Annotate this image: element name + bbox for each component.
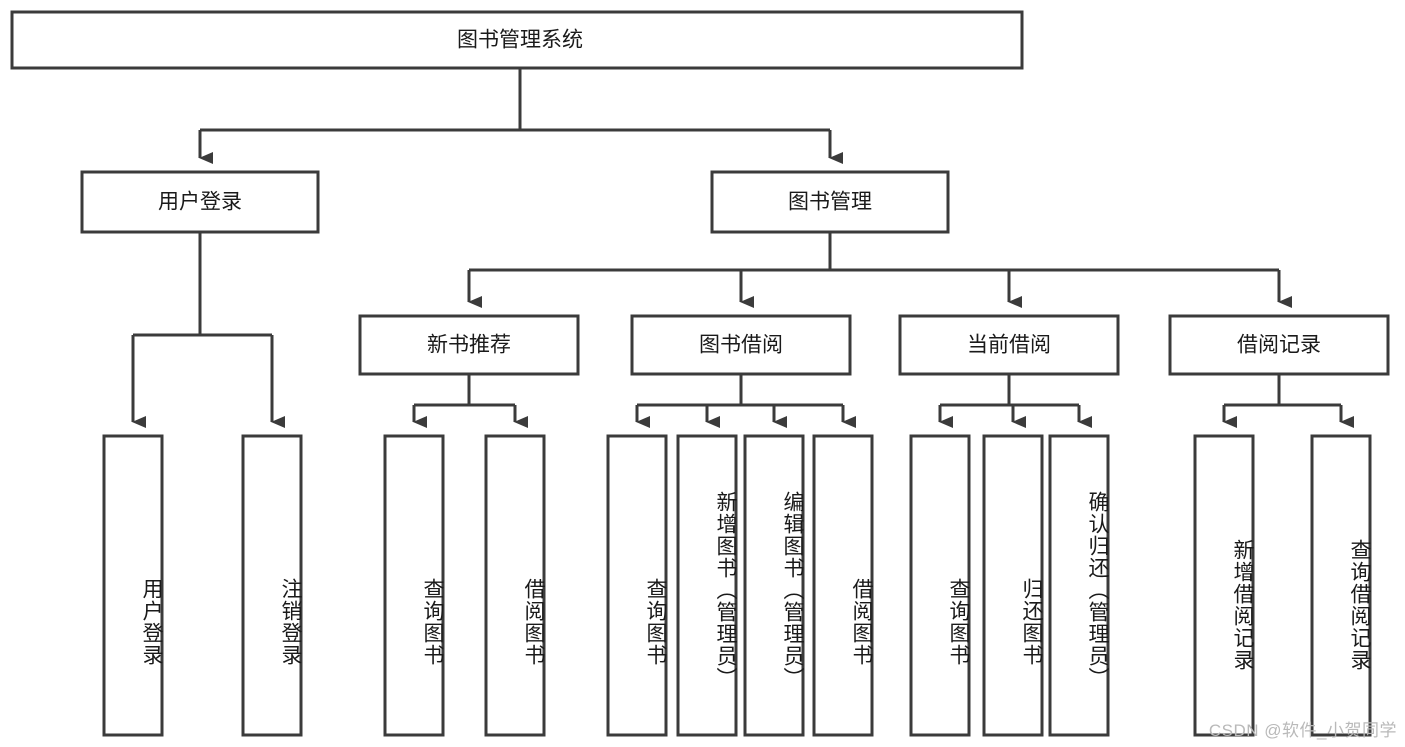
node-borrow-record[interactable]: 借阅记录 bbox=[1168, 314, 1390, 376]
leaf-box-borrow-book[interactable] bbox=[812, 434, 874, 737]
leaf-box-add-book[interactable] bbox=[676, 434, 738, 737]
connector-group-root bbox=[198, 68, 843, 164]
leaf-box-edit-book[interactable] bbox=[743, 434, 805, 737]
node-book-management-label: 图书管理 bbox=[788, 191, 872, 214]
leaf-box-query-book-borrow[interactable] bbox=[606, 434, 668, 737]
leaf-box-query-book-current[interactable] bbox=[909, 434, 971, 737]
node-borrow-record-label: 借阅记录 bbox=[1237, 334, 1321, 357]
node-root[interactable]: 图书管理系统 bbox=[10, 10, 1024, 70]
node-book-borrow-label: 图书借阅 bbox=[699, 334, 783, 357]
connector-group-book-borrow bbox=[635, 374, 856, 428]
node-borrow-record-box[interactable] bbox=[1168, 314, 1390, 376]
connector-group-borrow-record bbox=[1222, 374, 1354, 428]
node-root-box[interactable] bbox=[10, 10, 1024, 70]
leaf-box-query-borrow-record[interactable] bbox=[1310, 434, 1372, 737]
connector-group-user-login bbox=[131, 232, 285, 428]
csdn-watermark: CSDN @软件_小贺同学 bbox=[1208, 721, 1397, 740]
leaf-box-return-book[interactable] bbox=[982, 434, 1044, 737]
node-current-borrow-label: 当前借阅 bbox=[967, 334, 1051, 357]
leaf-box-query-book-recommend[interactable] bbox=[383, 434, 445, 737]
connector-group-current-borrow bbox=[938, 374, 1092, 428]
leaf-box-confirm-return[interactable] bbox=[1048, 434, 1110, 737]
node-current-borrow-box[interactable] bbox=[898, 314, 1120, 376]
node-user-login[interactable]: 用户登录 bbox=[80, 170, 320, 234]
leaf-boxes bbox=[102, 434, 1372, 737]
node-book-management-box[interactable] bbox=[710, 170, 950, 234]
node-book-borrow[interactable]: 图书借阅 bbox=[630, 314, 852, 376]
node-new-book-recommend-box[interactable] bbox=[358, 314, 580, 376]
connector-group-new-book bbox=[412, 374, 528, 428]
leaf-box-user-login[interactable] bbox=[102, 434, 164, 737]
node-book-borrow-box[interactable] bbox=[630, 314, 852, 376]
node-current-borrow[interactable]: 当前借阅 bbox=[898, 314, 1120, 376]
leaf-box-logout[interactable] bbox=[241, 434, 303, 737]
node-root-label: 图书管理系统 bbox=[457, 29, 583, 52]
leaf-box-borrow-book-recommend[interactable] bbox=[484, 434, 546, 737]
leaf-box-add-borrow-record[interactable] bbox=[1193, 434, 1255, 737]
connector-group-book-management bbox=[467, 232, 1292, 308]
node-user-login-label: 用户登录 bbox=[158, 191, 242, 214]
node-new-book-recommend-label: 新书推荐 bbox=[427, 334, 511, 357]
node-user-login-box[interactable] bbox=[80, 170, 320, 234]
node-new-book-recommend[interactable]: 新书推荐 bbox=[358, 314, 580, 376]
node-book-management[interactable]: 图书管理 bbox=[710, 170, 950, 234]
